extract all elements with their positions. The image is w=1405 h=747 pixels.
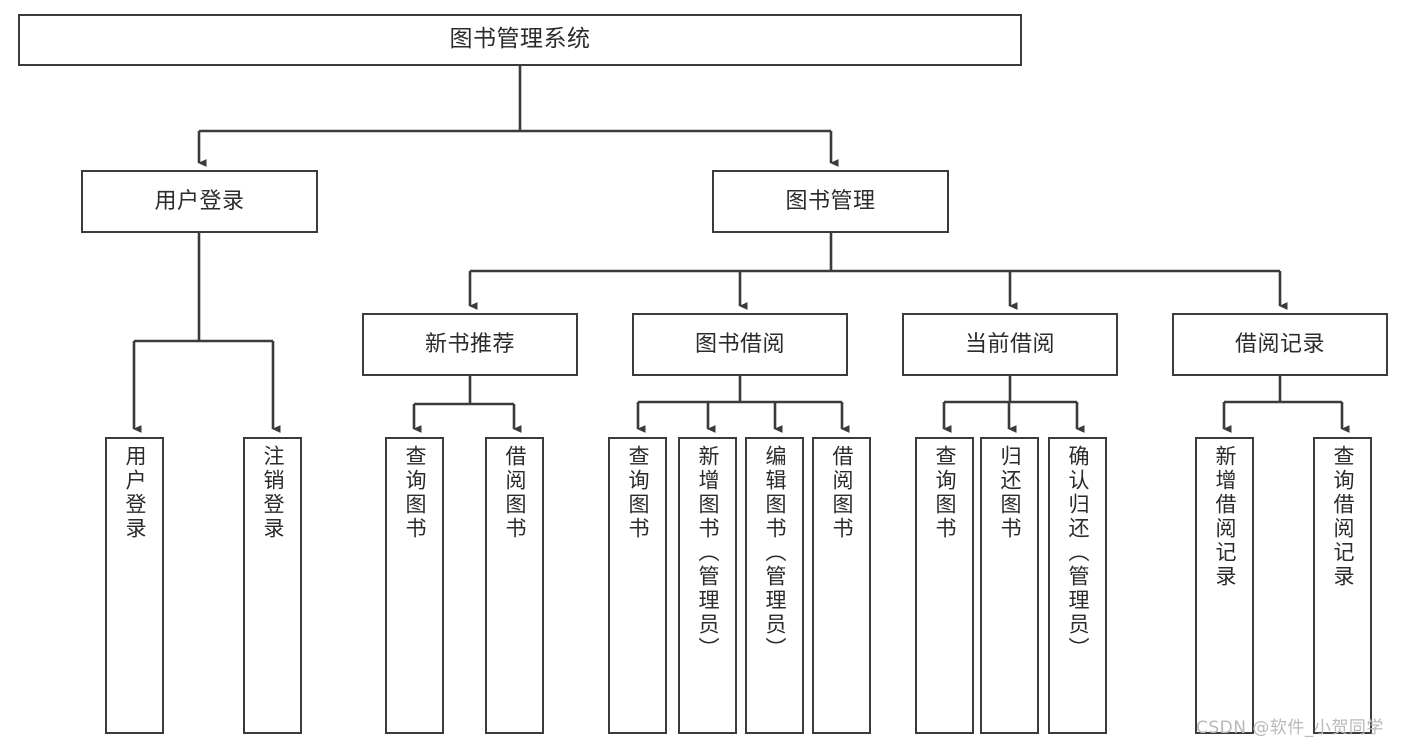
- node-label: 借阅图书: [503, 445, 527, 541]
- node-leaf-add-record[interactable]: 新增借阅记录: [1195, 437, 1254, 734]
- node-label: 图书借阅: [694, 331, 785, 357]
- node-label: 图书管理: [785, 188, 876, 214]
- node-label: 新增图书（管理员）: [696, 445, 720, 661]
- node-label: 查询借阅记录: [1331, 445, 1355, 589]
- node-leaf-borrow-book-2[interactable]: 借阅图书: [812, 437, 871, 734]
- node-leaf-edit-book[interactable]: 编辑图书（管理员）: [745, 437, 804, 734]
- node-label: 用户登录: [123, 445, 147, 541]
- node-leaf-return-book[interactable]: 归还图书: [980, 437, 1039, 734]
- node-leaf-query-book-1[interactable]: 查询图书: [385, 437, 444, 734]
- node-label: 归还图书: [998, 445, 1022, 541]
- node-book-borrow[interactable]: 图书借阅: [632, 313, 848, 376]
- node-leaf-borrow-book-1[interactable]: 借阅图书: [485, 437, 544, 734]
- node-label: 编辑图书（管理员）: [763, 445, 787, 661]
- node-label: 当前借阅: [964, 331, 1055, 357]
- node-new-book-recommend[interactable]: 新书推荐: [362, 313, 578, 376]
- node-label: 新书推荐: [424, 331, 515, 357]
- node-label: 用户登录: [154, 188, 245, 214]
- node-label: 注销登录: [261, 445, 285, 541]
- node-label: 查询图书: [626, 445, 650, 541]
- node-leaf-user-login[interactable]: 用户登录: [105, 437, 164, 734]
- node-leaf-query-book-2[interactable]: 查询图书: [608, 437, 667, 734]
- node-leaf-query-record[interactable]: 查询借阅记录: [1313, 437, 1372, 734]
- node-user-login[interactable]: 用户登录: [81, 170, 318, 233]
- node-book-management[interactable]: 图书管理: [712, 170, 949, 233]
- node-borrow-record[interactable]: 借阅记录: [1172, 313, 1388, 376]
- node-label: 借阅记录: [1234, 331, 1325, 357]
- node-leaf-logout-login[interactable]: 注销登录: [243, 437, 302, 734]
- node-leaf-add-book[interactable]: 新增图书（管理员）: [678, 437, 737, 734]
- node-leaf-confirm-return[interactable]: 确认归还（管理员）: [1048, 437, 1107, 734]
- node-label: 新增借阅记录: [1213, 445, 1237, 589]
- node-label: 确认归还（管理员）: [1066, 445, 1090, 661]
- node-label: 查询图书: [933, 445, 957, 541]
- node-label: 查询图书: [403, 445, 427, 541]
- node-current-borrow[interactable]: 当前借阅: [902, 313, 1118, 376]
- node-leaf-query-book-3[interactable]: 查询图书: [915, 437, 974, 734]
- csdn-watermark: CSDN @软件_小贺同学: [1196, 718, 1384, 738]
- node-label: 图书管理系统: [449, 26, 591, 53]
- node-root-book-management-system[interactable]: 图书管理系统: [18, 14, 1022, 66]
- node-label: 借阅图书: [830, 445, 854, 541]
